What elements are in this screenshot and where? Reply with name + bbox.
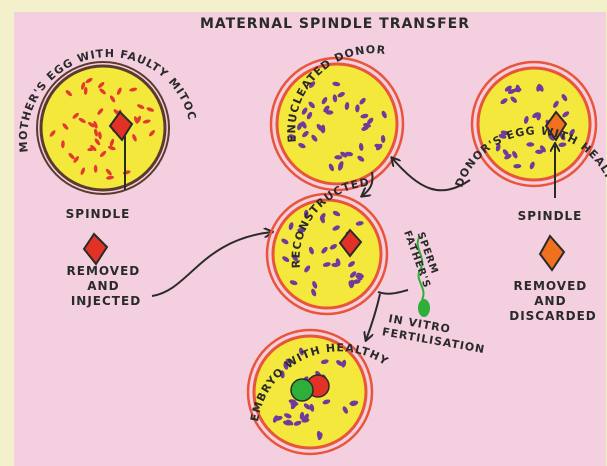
reconstructed-egg [267,194,387,314]
removed-discarded-line-2: AND [534,294,566,308]
paternal-pronucleus [291,379,313,401]
mother-egg [37,62,169,194]
removed-discarded-line-3: DISCARDED [509,309,597,323]
diagram-title: MATERNAL SPINDLE TRANSFER [200,16,470,32]
removed-injected-line-2: AND [87,279,119,293]
removed-injected-line-1: REMOVED [67,264,141,278]
removed-discarded-line-1: REMOVED [514,279,588,293]
mitochondrion [526,142,534,146]
spindle-label-left: SPINDLE [66,207,131,221]
donor-egg [472,62,596,186]
spindle-label-right: SPINDLE [518,209,583,223]
removed-injected-line-3: INJECTED [71,294,141,308]
